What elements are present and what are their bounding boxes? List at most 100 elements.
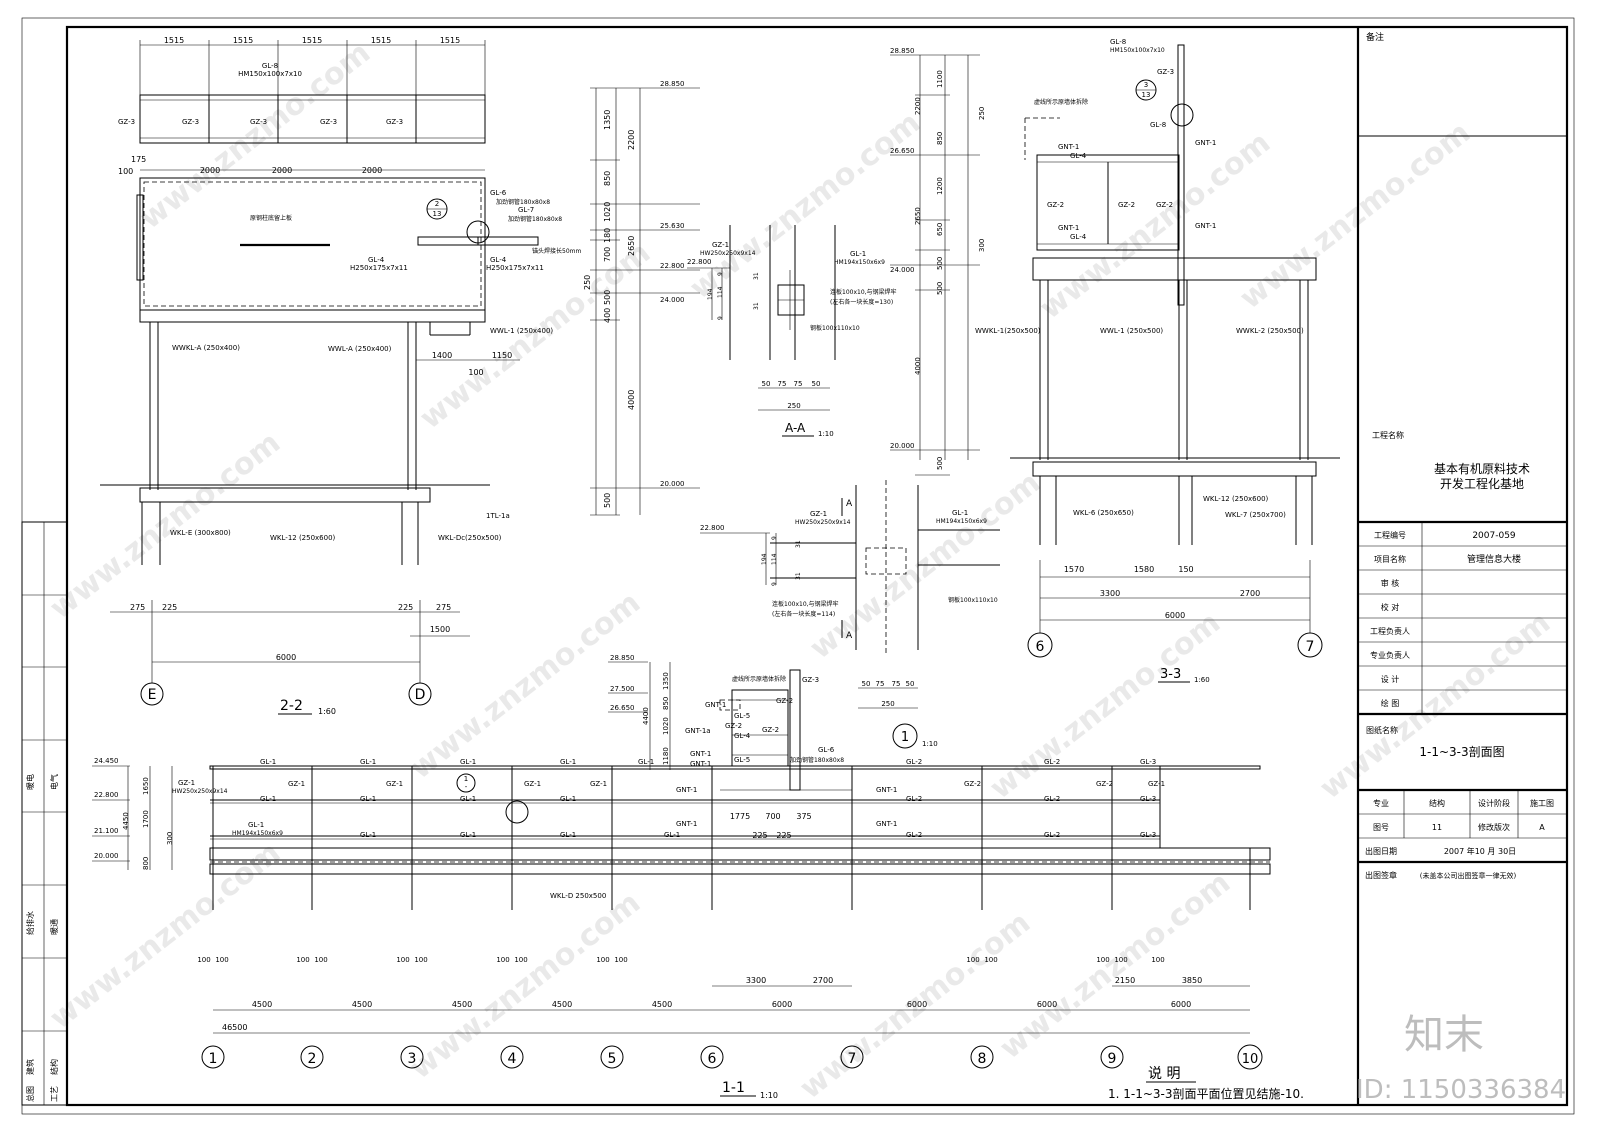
dim-label: 1650 <box>142 777 150 795</box>
dim-label: 100 <box>118 167 133 176</box>
dim-label: 100 <box>514 956 527 964</box>
gz-label: GZ-2 <box>1156 201 1173 209</box>
beam-label: GL-3 <box>1140 758 1156 766</box>
section-1-1: 24.450 22.800 21.100 20.000 1650 1700 30… <box>92 654 1271 1100</box>
beam-size: HM194x150x6x9 <box>936 518 987 525</box>
level-label: 22.800 <box>660 262 685 270</box>
dim-label: 75 <box>876 680 885 688</box>
section-title: 3-3 <box>1160 667 1181 682</box>
dim-label: 4400 <box>642 707 650 725</box>
axis-label: 9 <box>1108 1051 1117 1067</box>
section-3-3: 28.850 26.650 24.000 20.000 1100 250 850… <box>890 38 1340 684</box>
dim-label: 4500 <box>352 1000 372 1009</box>
beam-label: WKL-12 (250x600) <box>1203 495 1269 503</box>
beam-size: H250x175x7x11 <box>350 264 408 272</box>
dim-label: 4000 <box>627 390 636 410</box>
stage-label: 设计阶段 <box>1478 798 1510 808</box>
watermark-text: www.znzmo.com <box>133 35 377 236</box>
dim-label: 1515 <box>233 36 253 45</box>
dim-label: 150 <box>1178 565 1193 574</box>
beam-label: WWKL-1(250x500) <box>975 327 1041 335</box>
detail-scale: 1:10 <box>922 740 938 748</box>
note-label: 原钢柱底留上板 <box>250 214 292 222</box>
level-label: 26.650 <box>890 147 915 155</box>
gz-label: GZ-3 <box>118 118 135 126</box>
revision: A <box>1539 823 1545 832</box>
dim-label: 50 <box>906 680 915 688</box>
cut-label: A <box>846 631 853 641</box>
strip-label: 暖电 <box>25 774 35 790</box>
beam-label: GL-1 <box>460 831 476 839</box>
axis-label: 4 <box>508 1051 517 1067</box>
dim-label: 100 <box>966 956 979 964</box>
gz-label: GZ-3 <box>320 118 337 126</box>
axis-label: 10 <box>1242 1052 1259 1067</box>
cut-label: A <box>846 499 853 509</box>
dim-label: 100 <box>496 956 509 964</box>
dim-label: 1150 <box>492 351 512 360</box>
dim-label: 100 <box>468 368 483 377</box>
dim-label: 6000 <box>276 653 296 662</box>
beam-label: GL-8 <box>262 62 278 70</box>
beam-size: HW250x250x9x14 <box>795 519 851 526</box>
dim-label: 250 <box>881 700 894 708</box>
title-rows: 工程编号 2007-059 项目名称 管理信息大楼 审 核 校 对 工程负责人 … <box>1358 522 1567 716</box>
dim-label: 1350 <box>662 672 670 690</box>
plate-note: (左右各一块长度=130) <box>830 298 893 306</box>
ref-bot: - <box>465 783 468 791</box>
gl5-label: GZ-3 <box>802 676 819 684</box>
dim-label: 2000 <box>362 166 382 175</box>
dim-label: 850 <box>936 132 944 145</box>
level-label: 28.850 <box>890 47 915 55</box>
dim-label: 650 <box>936 223 944 236</box>
strip-label: 工艺 <box>50 1086 59 1102</box>
beam-label: GL-8 <box>1150 121 1166 129</box>
beam-label: GL-1 <box>260 758 276 766</box>
dim-label: 50 <box>862 680 871 688</box>
stage: 施工图 <box>1530 798 1554 808</box>
dim-label: 6000 <box>1165 611 1185 620</box>
beam-label: GL-6 <box>818 746 835 754</box>
notes: 说 明 1. 1-1~3-3剖面平面位置见结施-10. <box>1108 1066 1304 1101</box>
gz-label: GZ-1 <box>590 780 607 788</box>
beam-label: GNT-1 <box>1058 143 1079 151</box>
beam-label: WKL-D 250x500 <box>550 892 606 900</box>
row-label: 设 计 <box>1381 674 1400 684</box>
dim-label: 31 <box>753 302 760 310</box>
dim-label: 31 <box>753 272 760 280</box>
project-name-line1: 基本有机原料技术 <box>1434 462 1530 476</box>
dim-label: 1775 <box>730 812 750 821</box>
beam-label: GL-1 <box>460 758 476 766</box>
image-id: ID: 1150336384 <box>1356 1075 1566 1105</box>
beam-label: 1TL-1a <box>486 512 510 520</box>
beam-label: GL-3 <box>1140 831 1156 839</box>
beam-label: WWKL-2 (250x500) <box>1236 327 1304 335</box>
beam-label: GL-4 <box>490 256 507 264</box>
dim-label: 2150 <box>1115 976 1135 985</box>
dim-label: 1200 <box>936 177 944 195</box>
dim-label: 6000 <box>1171 1000 1191 1009</box>
row-label: 专业负责人 <box>1370 650 1410 660</box>
axis-label: 6 <box>1036 639 1045 655</box>
issue-date: 2007 年10 月 30日 <box>1444 846 1516 856</box>
dim-label: 800 <box>142 857 150 870</box>
beam-label: GZ-1 <box>810 510 827 518</box>
dim-label: 100 <box>296 956 309 964</box>
project-label: 工程名称 <box>1372 430 1404 440</box>
beam-label: GL-1 <box>360 758 376 766</box>
beam-size: HM194x150x6x9 <box>232 830 283 837</box>
axis-label: 2 <box>308 1051 317 1067</box>
gz-label: GZ-1 <box>1148 780 1165 788</box>
section-scale: 1:60 <box>1194 676 1210 684</box>
ref-top: 2 <box>435 200 439 208</box>
dim-label: 275 <box>130 603 145 612</box>
dim-label: 100 <box>1151 956 1164 964</box>
dim-label: 700 <box>603 247 612 262</box>
gz-label: GZ-3 <box>182 118 199 126</box>
dim-label: 225 <box>752 831 767 840</box>
dim-label: 1400 <box>432 351 452 360</box>
gl5-label: GL-5 <box>734 712 750 720</box>
dim-label: 1700 <box>142 810 150 828</box>
dim-label: 1350 <box>603 110 612 130</box>
axis-label: 1 <box>209 1051 218 1067</box>
